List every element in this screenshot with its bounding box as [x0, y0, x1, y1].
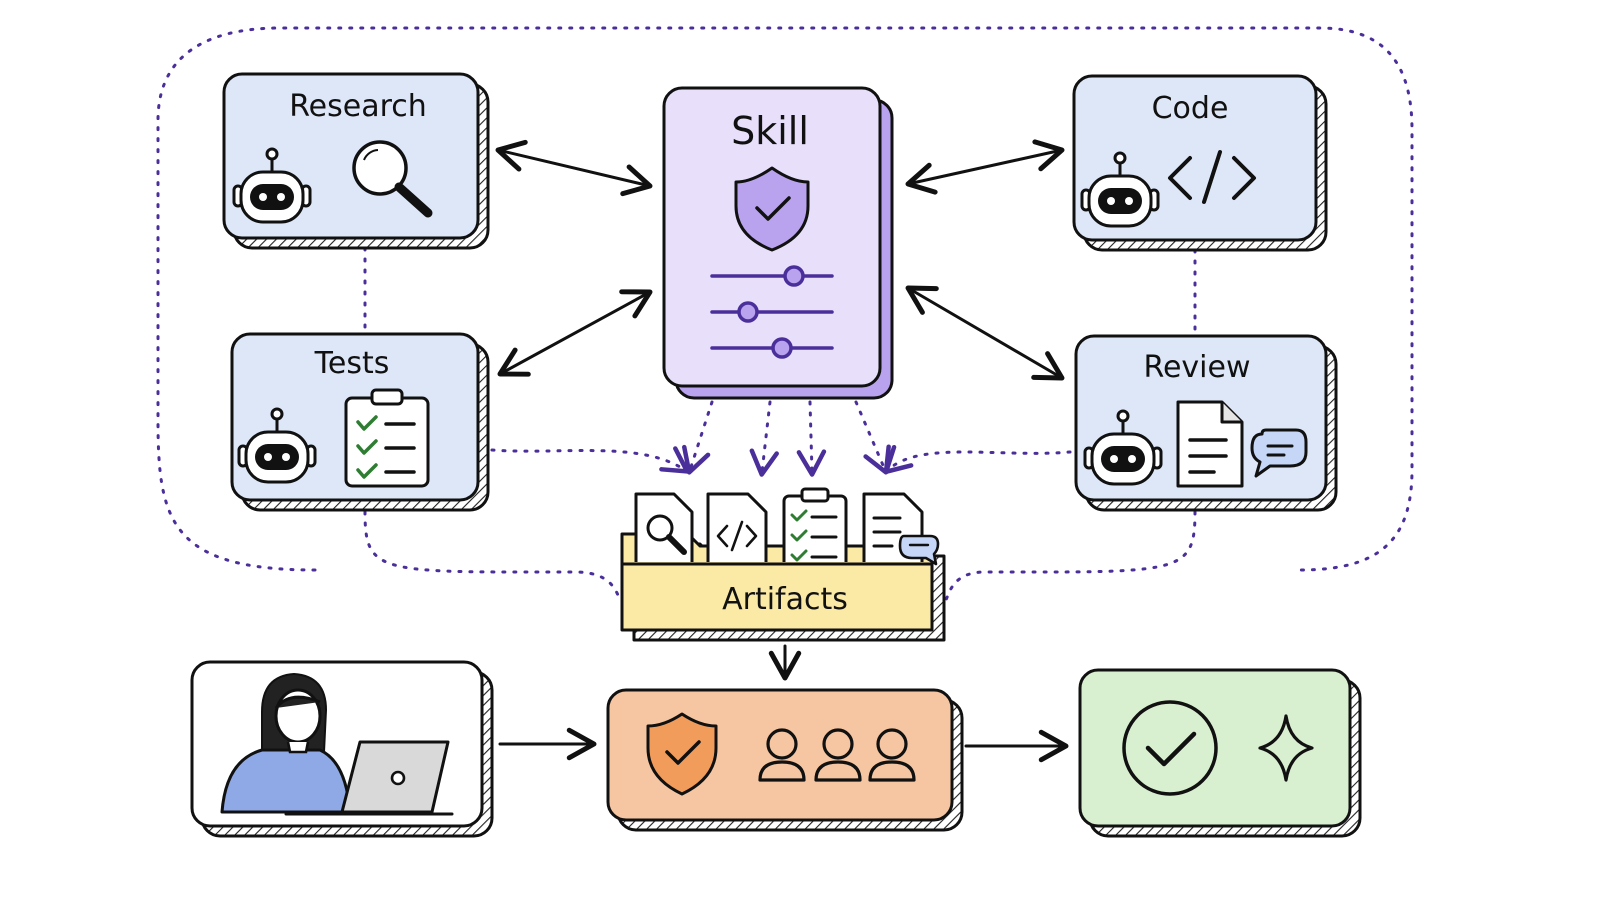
notes-document-icon — [862, 492, 940, 568]
sparkle-icon — [1258, 714, 1314, 782]
shield-check-icon — [646, 712, 718, 796]
agent-label-code: Code — [1152, 91, 1229, 126]
artifacts-label: Artifacts — [722, 582, 848, 617]
artifacts-folder: Artifacts — [620, 487, 946, 642]
team-people-icon — [758, 728, 916, 782]
agent-card-tests: Tests — [230, 332, 490, 512]
result-card — [1078, 668, 1362, 838]
checklist-icon — [344, 388, 430, 488]
check-circle-icon — [1122, 700, 1218, 796]
agent-label-research: Research — [289, 89, 427, 124]
checklist-document-icon — [782, 487, 848, 570]
agent-label-tests: Tests — [314, 346, 390, 381]
shield-check-icon — [734, 166, 810, 252]
skill-label: Skill — [731, 109, 809, 153]
agent-card-research: Research — [222, 72, 490, 250]
skill-card: Skill — [662, 86, 894, 400]
dotted-outer-loop — [156, 26, 1414, 572]
document-icon — [1176, 400, 1244, 488]
settings-sliders-icon — [710, 265, 834, 359]
magnifier-icon — [352, 140, 433, 218]
chat-bubble-icon — [1250, 428, 1308, 478]
agent-label-review: Review — [1143, 350, 1250, 385]
magnifier-document-icon — [634, 492, 694, 568]
dotted-connectors — [363, 246, 1197, 602]
human-developer-card — [190, 660, 494, 838]
bidirectional-arrows — [495, 139, 1065, 381]
code-icon — [1168, 150, 1256, 204]
agent-card-review: Review — [1074, 334, 1338, 512]
laptop-icon — [284, 740, 454, 816]
review-gate-card — [606, 688, 964, 832]
code-document-icon — [706, 492, 768, 568]
agent-card-code: Code — [1072, 74, 1328, 252]
person-icon — [220, 672, 352, 814]
